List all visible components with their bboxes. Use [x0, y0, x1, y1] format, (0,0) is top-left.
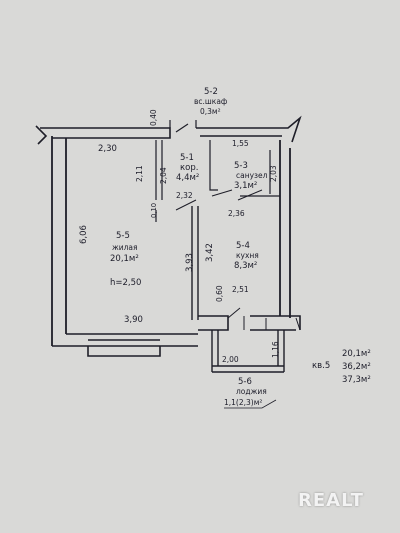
dim-label: 2,51: [232, 285, 249, 294]
dim-label: 3,42: [205, 243, 215, 262]
dim-label: 2,04: [159, 167, 168, 184]
dim-label: 2,03: [269, 165, 278, 182]
svg-text:вс.шкаф: вс.шкаф: [194, 97, 227, 106]
dim-label: 3,90: [124, 315, 143, 325]
svg-text:20,1м²: 20,1м²: [110, 254, 139, 264]
svg-text:1,1(2,3)м²: 1,1(2,3)м²: [224, 398, 262, 407]
svg-text:5-5: 5-5: [116, 231, 130, 241]
watermark-logo: REALT: [298, 490, 364, 511]
svg-text:36,2м²: 36,2м²: [342, 362, 371, 372]
svg-text:8,3м²: 8,3м²: [234, 261, 257, 271]
svg-text:кв.5: кв.5: [312, 361, 330, 371]
dim-label: 0,10: [150, 203, 158, 218]
svg-text:20,1м²: 20,1м²: [342, 349, 371, 359]
svg-text:37,3м²: 37,3м²: [342, 375, 371, 385]
dim-label: 2,30: [98, 144, 117, 154]
dim-label: 1,16: [271, 341, 280, 358]
room-label-5-1: 5-1 кор. 4,4м²: [176, 153, 199, 183]
svg-text:лоджия: лоджия: [236, 387, 267, 396]
dim-label: 2,32: [176, 191, 193, 200]
room-label-5-3: 5-3 санузел 3,1м²: [234, 161, 268, 191]
room-label-5-5: 5-5 жилая 20,1м² h=2,50: [110, 231, 141, 288]
svg-text:5-1: 5-1: [180, 153, 194, 163]
loggia-leader-line: [224, 399, 277, 409]
room-label-5-4: 5-4 кухня 8,3м²: [234, 241, 259, 271]
svg-text:санузел: санузел: [236, 171, 268, 180]
dim-label: 1,55: [232, 139, 249, 148]
apartment-summary: кв.5 20,1м² 36,2м² 37,3м²: [312, 349, 371, 385]
dim-label: 6,06: [79, 225, 89, 244]
dim-label: 3,93: [185, 253, 195, 272]
room-label-5-2: 5-2 вс.шкаф 0,3м²: [194, 87, 227, 116]
svg-text:кухня: кухня: [236, 251, 259, 260]
svg-text:5-3: 5-3: [234, 161, 248, 171]
room-label-5-6: 5-6 лоджия 1,1(2,3)м²: [224, 377, 267, 407]
svg-text:5-6: 5-6: [238, 377, 252, 387]
plan-walls: [35, 115, 302, 373]
svg-text:жилая: жилая: [112, 243, 138, 252]
svg-text:3,1м²: 3,1м²: [234, 181, 257, 191]
dim-label: 0,40: [149, 109, 158, 126]
dim-label: 0,60: [215, 285, 224, 302]
dim-label: 2,00: [222, 355, 239, 364]
dimension-labels: 0,40 2,30 1,55 2,11 2,04 2,03 2,32 0,10 …: [79, 109, 280, 364]
dim-label: 2,36: [228, 209, 245, 218]
svg-text:5-2: 5-2: [204, 87, 218, 97]
svg-text:0,3м²: 0,3м²: [200, 107, 221, 116]
dim-label: 2,11: [135, 165, 144, 182]
svg-text:h=2,50: h=2,50: [110, 278, 141, 288]
svg-text:5-4: 5-4: [236, 241, 250, 251]
svg-text:кор.: кор.: [180, 163, 198, 173]
svg-text:4,4м²: 4,4м²: [176, 173, 199, 183]
